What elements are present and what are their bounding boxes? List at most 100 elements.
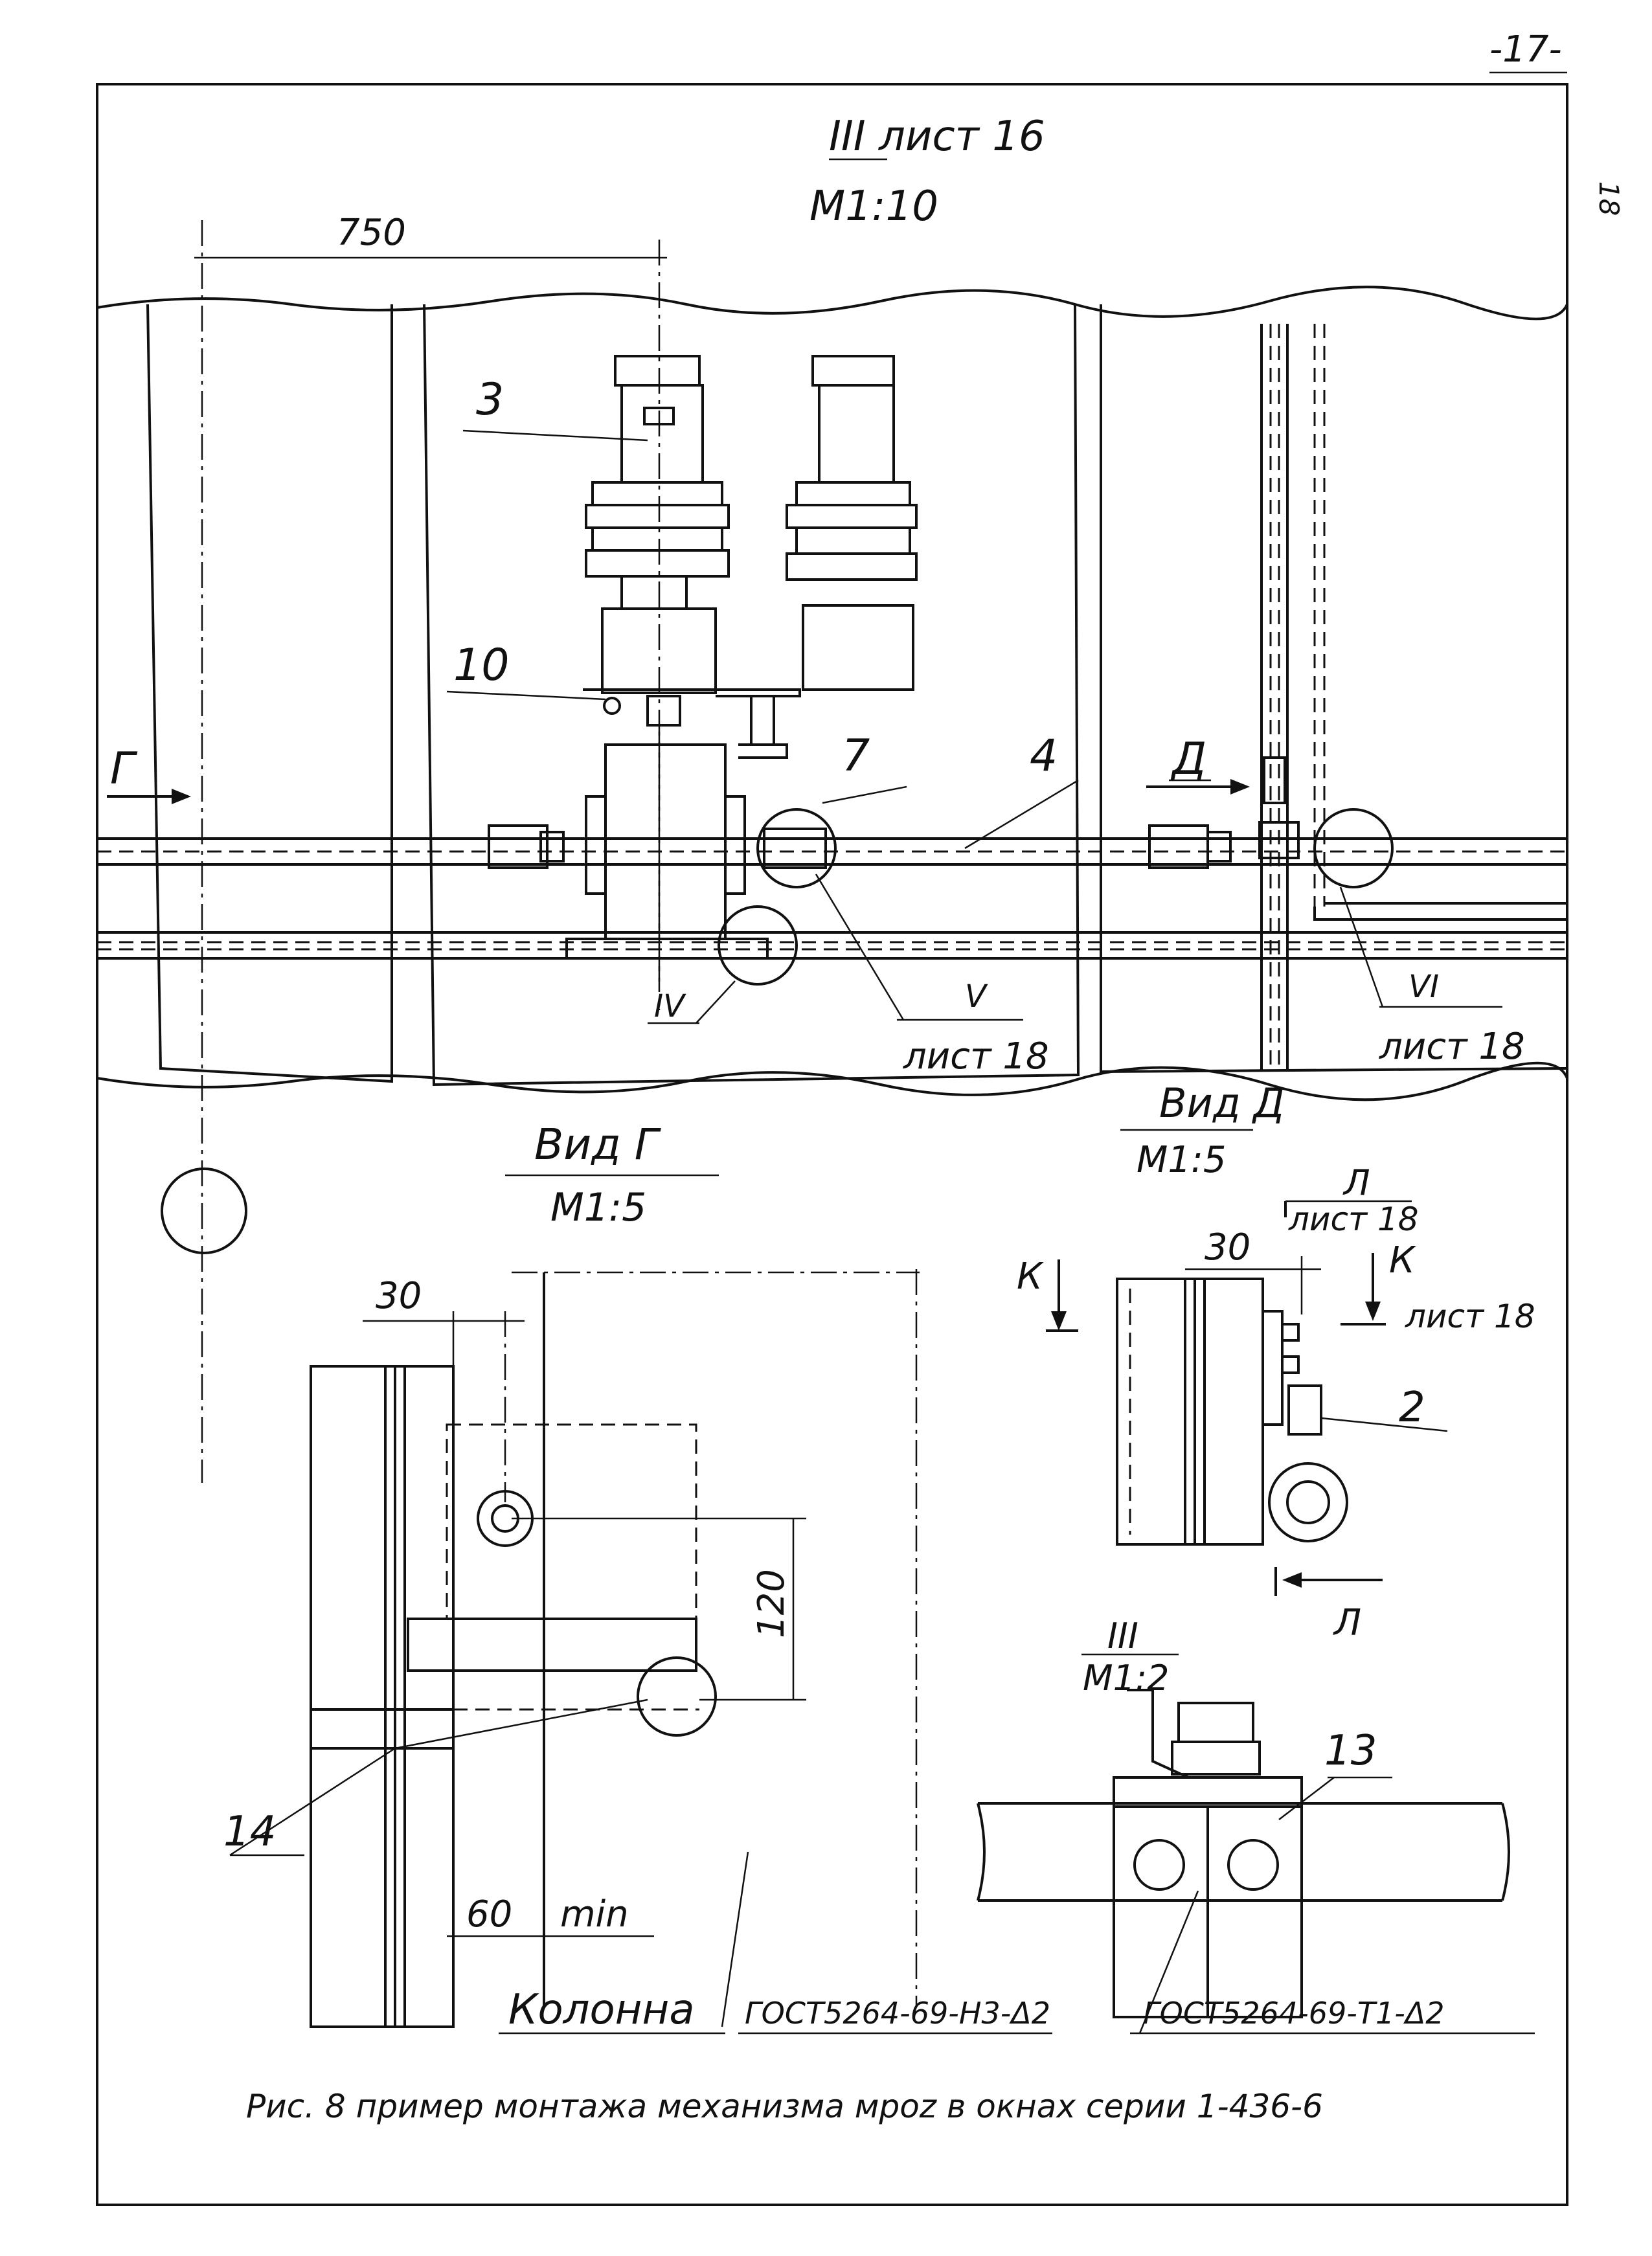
drive-housing-flange-left: [585, 795, 607, 895]
window-frame-right: [1100, 304, 1568, 1074]
leader-3: [462, 429, 648, 442]
drive-housing: [604, 743, 727, 940]
limit-switch-base: [1258, 821, 1300, 859]
gear-ring-4: [585, 549, 730, 578]
node-label-v-sheet: лист 18: [903, 1035, 1049, 1077]
view-d-scale: М1:5: [1137, 1139, 1226, 1181]
view-g-title: Вид Г: [534, 1120, 662, 1169]
callout-2: 2: [1399, 1384, 1425, 1432]
leader-10: [446, 690, 606, 701]
bolt-d-2: [1281, 1355, 1300, 1374]
break-line-top: [96, 286, 1568, 321]
section-k-left-head: [1051, 1311, 1067, 1331]
arrow-label-g: Г: [110, 743, 138, 795]
bolt-d-1: [1281, 1323, 1300, 1342]
dim-750: 750: [337, 212, 406, 254]
dim-30-g: 30: [376, 1275, 422, 1317]
motor-top-cap: [614, 355, 701, 387]
figure-caption: Рис. 8 пример монтажа механизма мроz в о…: [246, 2088, 1323, 2125]
leader-14-2: [394, 1698, 648, 1750]
callout-13: 13: [1324, 1727, 1377, 1775]
coupling-left-2: [539, 831, 565, 863]
leader-weld-iii: [1138, 1890, 1199, 2034]
node-label-vi-sheet: лист 18: [1379, 1026, 1525, 1068]
section-l-top: Л: [1342, 1162, 1370, 1203]
switch-2-body: [1287, 1384, 1322, 1436]
housing-base-plate: [565, 938, 769, 960]
coupling-7: [763, 828, 827, 869]
label-column: Колонна: [508, 1986, 695, 2034]
view-iii-scale: М1:2: [1083, 1658, 1170, 1698]
page-number: -17-: [1489, 28, 1562, 71]
section-k-right-head: [1365, 1302, 1381, 1321]
weld-note-iii: ГОСТ5264-69-Т1-Δ2: [1143, 1996, 1445, 2031]
leader-2: [1320, 1417, 1448, 1432]
limit-switch: [1263, 756, 1286, 804]
ghost-gear-1: [795, 481, 911, 506]
view-iii-title: III: [1107, 1616, 1138, 1656]
block-left: [1113, 1805, 1209, 2018]
side-sheet-number: 18: [1593, 181, 1625, 216]
coupling-left: [488, 824, 549, 869]
drive-housing-flange-right: [724, 795, 746, 895]
gear-ring-1: [591, 481, 723, 506]
roller-inner: [1286, 1480, 1330, 1524]
motor-body: [620, 384, 704, 484]
leader-v: [815, 874, 905, 1021]
dim-60: 60: [466, 1893, 512, 1935]
section-k-sheet: лист 18: [1405, 1298, 1535, 1335]
view-g-scale: М1:5: [550, 1185, 646, 1230]
node-iv-circle: [718, 905, 798, 986]
bolt-detail-circle: [637, 1656, 717, 1737]
bracket-g: [407, 1618, 697, 1672]
gearbox-coupling: [646, 695, 681, 727]
leader-14: [229, 1747, 396, 1856]
coupling-right: [1148, 824, 1209, 869]
drawing-frame: [96, 83, 1568, 2206]
ghost-motor-cap: [811, 355, 895, 387]
section-l-bottom: Л: [1333, 1602, 1361, 1644]
rail-break-right: [1501, 1803, 1510, 1901]
section-k-left: К: [1017, 1256, 1044, 1298]
callout-10: 10: [453, 640, 510, 691]
bracket-d-plate: [1262, 1310, 1284, 1426]
gearbox-upper: [601, 607, 717, 694]
gear-neck: [620, 575, 688, 610]
hole-left: [1133, 1839, 1185, 1891]
section-k-right: К: [1389, 1239, 1416, 1281]
coupling-right-2: [1206, 831, 1232, 863]
profile-d: [1116, 1278, 1264, 1546]
node-label-vi: VI: [1409, 969, 1439, 1005]
leader-4: [964, 779, 1079, 850]
view-d-title: Вид Д: [1159, 1079, 1285, 1127]
gear-ring-3: [591, 526, 723, 552]
ghost-gearbox: [802, 604, 914, 691]
hole-right: [1227, 1839, 1279, 1891]
callout-7: 7: [842, 730, 870, 782]
motor-window: [643, 407, 675, 425]
block-right: [1206, 1805, 1303, 2018]
arrow-d-head: [1230, 779, 1250, 795]
frame-corner-right: [1313, 907, 1567, 921]
callout-4: 4: [1030, 730, 1058, 782]
nut-upper: [1177, 1702, 1254, 1743]
leader-column: [721, 1851, 749, 2027]
leader-7: [822, 785, 907, 804]
plate-dashed: [446, 1423, 697, 1620]
node-label-v: V: [965, 978, 988, 1015]
arrow-g-head: [172, 789, 191, 804]
node-label-iv: IV: [654, 988, 686, 1024]
ghost-motor-body: [818, 384, 895, 484]
bracket-clip: [738, 743, 788, 759]
bracket-post: [750, 695, 775, 746]
callout-3: 3: [476, 374, 504, 425]
callout-14: 14: [223, 1808, 276, 1856]
window-frame-left: [146, 304, 393, 1083]
coupling-7-circle: [756, 808, 837, 888]
arrow-label-d: Д: [1170, 734, 1206, 785]
roller-outer: [1268, 1462, 1348, 1542]
dim-min: min: [560, 1893, 629, 1935]
leader-vi: [1339, 886, 1384, 1008]
break-line-bottom: [96, 1061, 1568, 1101]
dim-30-d: 30: [1205, 1226, 1250, 1269]
